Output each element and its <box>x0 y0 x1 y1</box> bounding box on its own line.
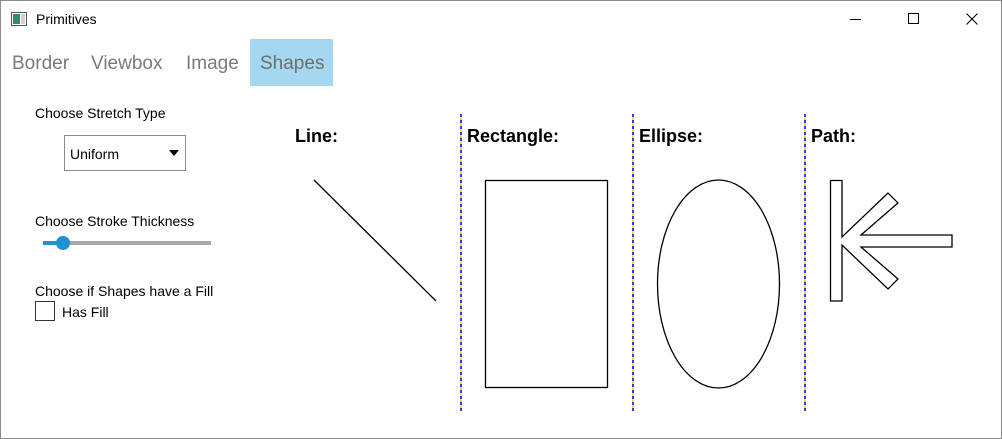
tab-border[interactable]: Border <box>12 53 70 74</box>
stroke-thickness-label: Choose Stroke Thickness <box>35 213 195 229</box>
ellipse-shape <box>656 179 781 389</box>
path-shape <box>829 179 953 302</box>
rectangle-shape <box>484 179 609 389</box>
line-shape <box>313 179 437 302</box>
app-icon <box>11 12 27 26</box>
fill-label: Choose if Shapes have a Fill <box>35 283 214 299</box>
stroke-thickness-slider-fill <box>43 241 64 245</box>
path-title: Path: <box>811 126 856 146</box>
title-bar[interactable]: Primitives <box>1 1 1001 37</box>
minimize-button[interactable] <box>827 1 885 37</box>
tab-shapes[interactable]: Shapes <box>250 39 333 86</box>
close-button[interactable] <box>943 1 1001 37</box>
window-title: Primitives <box>36 11 97 27</box>
chevron-down-icon <box>169 150 179 156</box>
tab-image[interactable]: Image <box>186 53 239 74</box>
has-fill-checkbox-label[interactable]: Has Fill <box>62 304 109 320</box>
stretch-type-label: Choose Stretch Type <box>35 105 166 121</box>
maximize-icon <box>908 13 919 24</box>
maximize-button[interactable] <box>885 1 943 37</box>
rectangle-title: Rectangle: <box>467 126 560 146</box>
has-fill-checkbox[interactable] <box>35 301 55 321</box>
ellipse-title: Ellipse: <box>639 126 704 146</box>
stretch-type-combobox[interactable]: Uniform <box>64 135 186 171</box>
stroke-thickness-slider-track[interactable] <box>43 241 211 245</box>
tab-viewbox[interactable]: Viewbox <box>91 53 163 74</box>
close-icon <box>966 13 978 25</box>
line-title: Line: <box>295 126 338 146</box>
stroke-thickness-slider-thumb[interactable] <box>56 236 71 250</box>
minimize-icon <box>850 19 861 20</box>
stretch-type-value: Uniform <box>70 146 120 162</box>
